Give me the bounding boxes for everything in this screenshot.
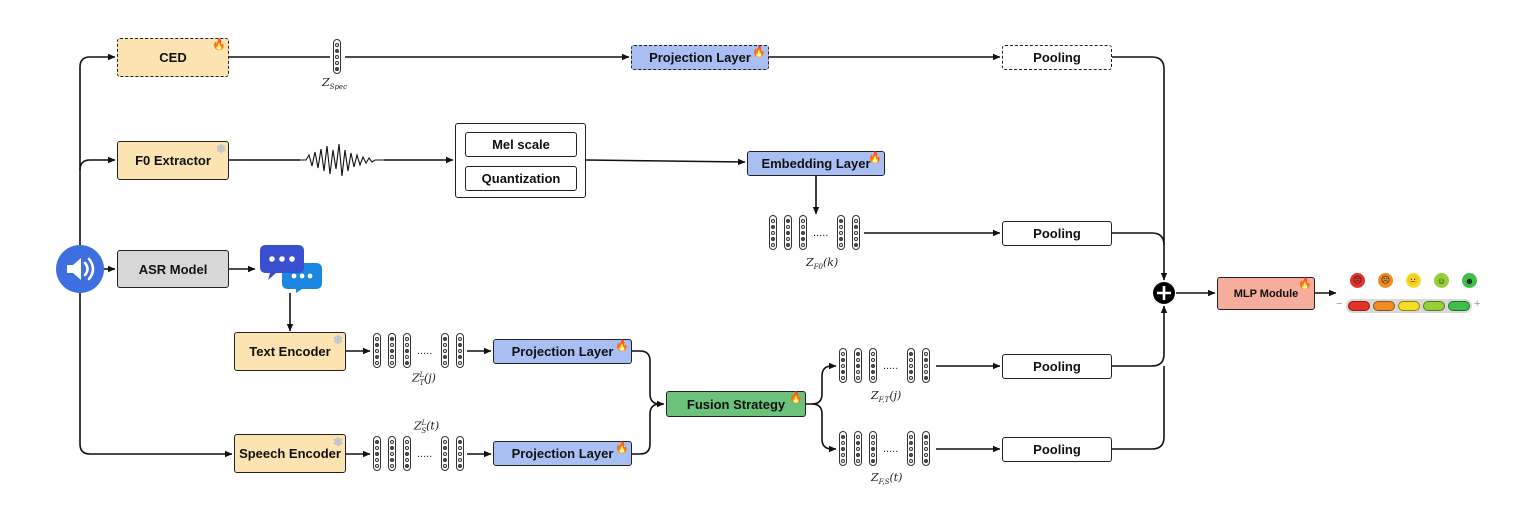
chat-bubbles-icon xyxy=(258,243,324,293)
scale-segment-lightgreen xyxy=(1423,301,1445,311)
ellipsis: ..... xyxy=(883,443,899,455)
snowflake-icon: ❄ xyxy=(215,142,226,156)
z-s-caption: ZLS(t) xyxy=(414,419,440,435)
embedding-layer-box: Embedding Layer 🔥 xyxy=(747,151,885,176)
snowflake-icon: ❄ xyxy=(332,435,343,449)
mlp-module-box: MLP Module 🔥 xyxy=(1217,277,1315,310)
fusion-to-zfs-line xyxy=(811,403,837,453)
projection-layer-speech-box: Projection Layer 🔥 xyxy=(493,441,632,466)
quantization-box: Quantization xyxy=(465,166,577,191)
mlp-module-label: MLP Module xyxy=(1233,287,1299,300)
embedding-layer-label: Embedding Layer xyxy=(761,156,871,171)
pooling2-to-merge-line xyxy=(1112,232,1165,246)
angry-face-icon: ☹ xyxy=(1350,273,1365,288)
text-encoder-box: Text Encoder ❄ xyxy=(234,332,346,371)
input-trunk-line xyxy=(79,67,233,458)
projection-layer-text-box: Projection Layer 🔥 xyxy=(493,339,632,364)
waveform-line xyxy=(300,143,384,177)
pooling4-to-merge-line xyxy=(1112,366,1165,450)
quantization-label: Quantization xyxy=(481,171,561,186)
z-ft-caption: ZF,T(j) xyxy=(871,389,902,405)
z-t-caption: ZLT(j) xyxy=(412,371,436,387)
melbox-to-embedding-line xyxy=(585,158,746,166)
scale-segment-yellow xyxy=(1398,301,1420,311)
happy-face-icon: ☻ xyxy=(1462,273,1477,288)
fire-icon: 🔥 xyxy=(752,46,766,58)
scale-segment-green xyxy=(1448,301,1470,311)
projection-layer-top-box: Projection Layer 🔥 xyxy=(631,45,769,70)
pooling-box-4: Pooling xyxy=(1002,437,1112,462)
fire-icon: 🔥 xyxy=(1298,278,1312,290)
mel-scale-label: Mel scale xyxy=(492,137,550,152)
fire-icon: 🔥 xyxy=(615,442,629,454)
ced-label: CED xyxy=(159,50,187,65)
scale-minus-label: − xyxy=(1336,298,1343,310)
speech-encoder-box: Speech Encoder ❄ xyxy=(234,434,346,473)
speaker-icon xyxy=(56,245,104,293)
emotion-output: ☹ ☹ 😐 ☺ ☻ − + xyxy=(1336,271,1484,319)
snowflake-icon: ❄ xyxy=(332,333,343,347)
f0-extractor-box: F0 Extractor ❄ xyxy=(117,141,229,180)
emotion-scale-bar xyxy=(1346,299,1472,313)
fusion-strategy-box: Fusion Strategy 🔥 xyxy=(666,391,806,417)
pooling3-to-merge-line xyxy=(1112,305,1168,367)
pooling-label-1: Pooling xyxy=(1033,50,1081,65)
fusion-to-zft-line xyxy=(806,362,837,405)
pooling1-to-merge-line xyxy=(1112,56,1168,281)
asr-model-box: ASR Model xyxy=(117,250,229,288)
projection-layer-top-label: Projection Layer xyxy=(649,50,751,65)
input-to-f0-line xyxy=(79,156,116,171)
projtext-to-fusion-line xyxy=(632,350,665,408)
mel-scale-box: Mel scale xyxy=(465,132,577,157)
f0-extractor-label: F0 Extractor xyxy=(135,153,211,168)
plus-circle-icon xyxy=(1153,282,1175,304)
scale-segment-orange xyxy=(1373,301,1395,311)
projspeech-to-fusion-line xyxy=(632,403,661,455)
ellipsis: ..... xyxy=(883,360,899,372)
sad-face-icon: ☹ xyxy=(1378,273,1393,288)
fire-icon: 🔥 xyxy=(212,39,226,51)
slight-smile-icon: ☺ xyxy=(1434,273,1449,288)
speech-encoder-label: Speech Encoder xyxy=(239,446,341,461)
scale-segment-red xyxy=(1348,301,1370,311)
ellipsis: ..... xyxy=(417,345,433,357)
pooling-label-3: Pooling xyxy=(1033,359,1081,374)
z-fs-caption: ZF,S(t) xyxy=(871,471,903,487)
asr-model-label: ASR Model xyxy=(138,261,208,277)
ellipsis: ..... xyxy=(417,448,433,460)
scale-plus-label: + xyxy=(1474,298,1481,310)
ellipsis: ..... xyxy=(813,227,829,239)
text-encoder-label: Text Encoder xyxy=(249,344,331,359)
pooling-box-2: Pooling xyxy=(1002,221,1112,246)
fire-icon: 🔥 xyxy=(615,340,629,352)
fire-icon: 🔥 xyxy=(789,392,803,404)
pooling-box-3: Pooling xyxy=(1002,354,1112,379)
z-spec-caption: ZSpec xyxy=(322,76,347,92)
z-f0-caption: ZF0(k) xyxy=(806,256,839,272)
projection-layer-speech-label: Projection Layer xyxy=(511,446,614,461)
neutral-face-icon: 😐 xyxy=(1406,273,1421,288)
input-to-ced-line xyxy=(79,53,116,68)
ced-box: CED 🔥 xyxy=(117,38,229,77)
pooling-label-2: Pooling xyxy=(1033,226,1081,241)
pooling-label-4: Pooling xyxy=(1033,442,1081,457)
pooling-box-1: Pooling xyxy=(1002,45,1112,70)
projection-layer-text-label: Projection Layer xyxy=(511,344,614,359)
fire-icon: 🔥 xyxy=(868,152,882,164)
fusion-strategy-label: Fusion Strategy xyxy=(686,396,786,412)
